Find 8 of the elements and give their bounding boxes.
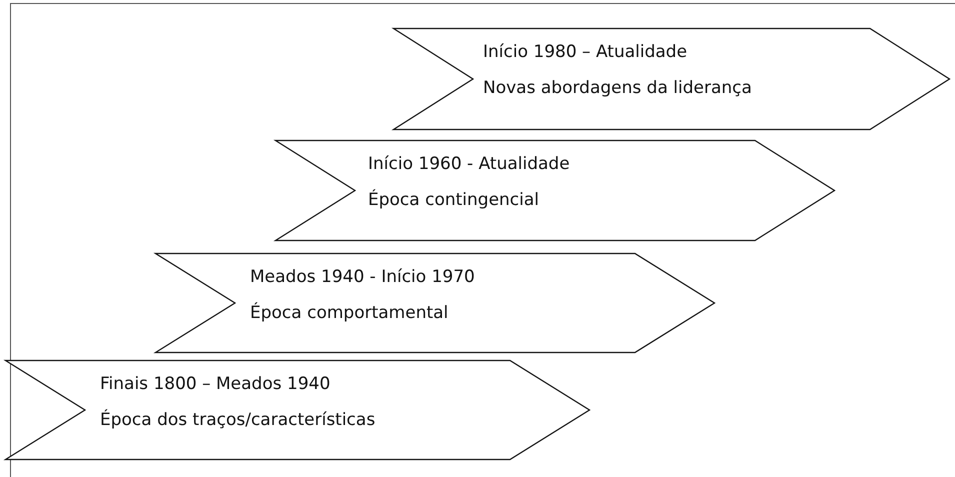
era-text: Novas abordagens da liderança <box>483 78 752 98</box>
period-text: Início 1960 - Atualidade <box>368 154 570 174</box>
period-text: Meados 1940 - Início 1970 <box>250 267 475 287</box>
era-text: Época contingencial <box>368 190 540 210</box>
period-text: Início 1980 – Atualidade <box>483 42 688 62</box>
era-text: Época dos traços/características <box>100 410 376 430</box>
era-text: Época comportamental <box>250 303 448 323</box>
period-text: Finais 1800 – Meados 1940 <box>100 374 330 394</box>
